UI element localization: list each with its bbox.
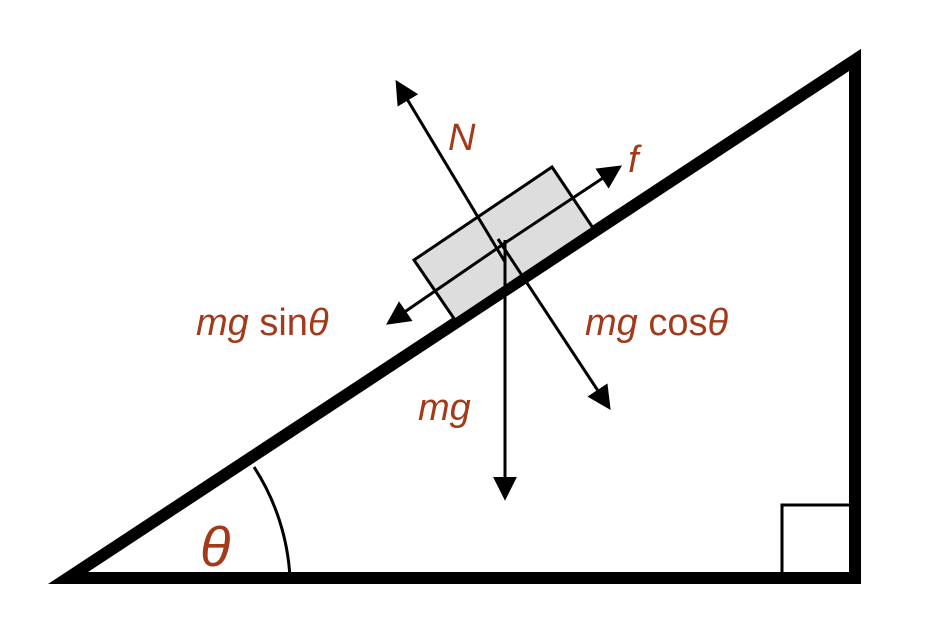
right-angle-marker bbox=[780, 503, 857, 580]
perp-theta-text: θ bbox=[708, 302, 729, 344]
angle-label: θ bbox=[200, 515, 230, 578]
parallel-mg-text: mg bbox=[196, 302, 249, 344]
friction-arrow bbox=[504, 165, 622, 245]
normal-force-label: N bbox=[448, 117, 476, 159]
perp-cos-text: cos bbox=[638, 302, 708, 344]
parallel-component-arrow bbox=[386, 241, 506, 325]
angle-arc bbox=[252, 466, 292, 579]
perpendicular-component-label: mg cosθ bbox=[585, 302, 729, 344]
perp-mg-text: mg bbox=[585, 302, 638, 344]
friction-label: f bbox=[628, 139, 642, 181]
parallel-component-label: mg sinθ bbox=[196, 302, 329, 344]
parallel-sin-text: sin bbox=[249, 302, 308, 344]
perpendicular-component-arrow bbox=[496, 238, 611, 411]
incline-triangle bbox=[47, 48, 861, 584]
parallel-theta-text: θ bbox=[308, 302, 329, 344]
normal-force-arrow bbox=[395, 79, 507, 263]
weight-label: mg bbox=[418, 387, 471, 429]
